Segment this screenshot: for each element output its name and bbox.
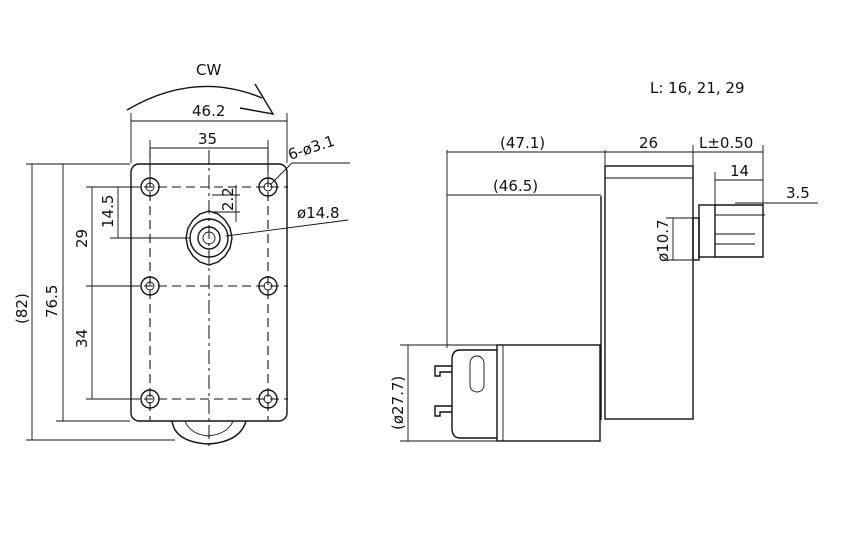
side-output-shaft	[692, 204, 764, 261]
length-note: L: 16, 21, 29	[650, 79, 745, 97]
rotation-label: CW	[196, 61, 221, 79]
dim-height-total: (82)	[13, 293, 31, 324]
holes-leader	[269, 162, 293, 186]
motor-endcap	[451, 349, 497, 439]
dim-height-upper: 29	[73, 229, 91, 248]
dim-width-outer: 46.2	[192, 102, 225, 120]
shaft-leader	[225, 219, 349, 237]
dim-offset-small: 2.2	[219, 187, 237, 211]
motor-endcap-slot	[469, 355, 485, 393]
rotation-arc	[126, 85, 263, 111]
dim-width-holes: 35	[198, 130, 217, 148]
dim-shaft: L±0.50	[699, 134, 753, 152]
dim-boss: ø10.7	[654, 219, 672, 262]
motor-bump	[171, 420, 247, 445]
dim-box: 26	[639, 134, 658, 152]
side-view: L: 16, 21, 29 (47.1) (46.	[389, 79, 818, 442]
dim-height-small: 14.5	[99, 195, 117, 228]
dim-body-len: (46.5)	[493, 177, 538, 195]
dim-shaft-dia: ø14.8	[297, 204, 340, 222]
gearbox-side	[604, 165, 694, 420]
holes-note: 6-ø3.1	[286, 132, 337, 164]
dim-height-lower: 34	[73, 329, 91, 348]
dim-shaft-key: 14	[730, 162, 749, 180]
dim-height-holes: 76.5	[43, 285, 61, 318]
front-view: CW 46.2	[13, 61, 350, 450]
motor-bump-inner	[184, 420, 234, 437]
dim-motor: (ø27.7)	[389, 376, 407, 430]
motor-terminals	[434, 365, 452, 417]
motor-can	[496, 344, 601, 442]
dim-gear-len: (47.1)	[500, 134, 545, 152]
rotation-arrowhead	[239, 83, 275, 115]
dim-flat: 3.5	[786, 184, 810, 202]
